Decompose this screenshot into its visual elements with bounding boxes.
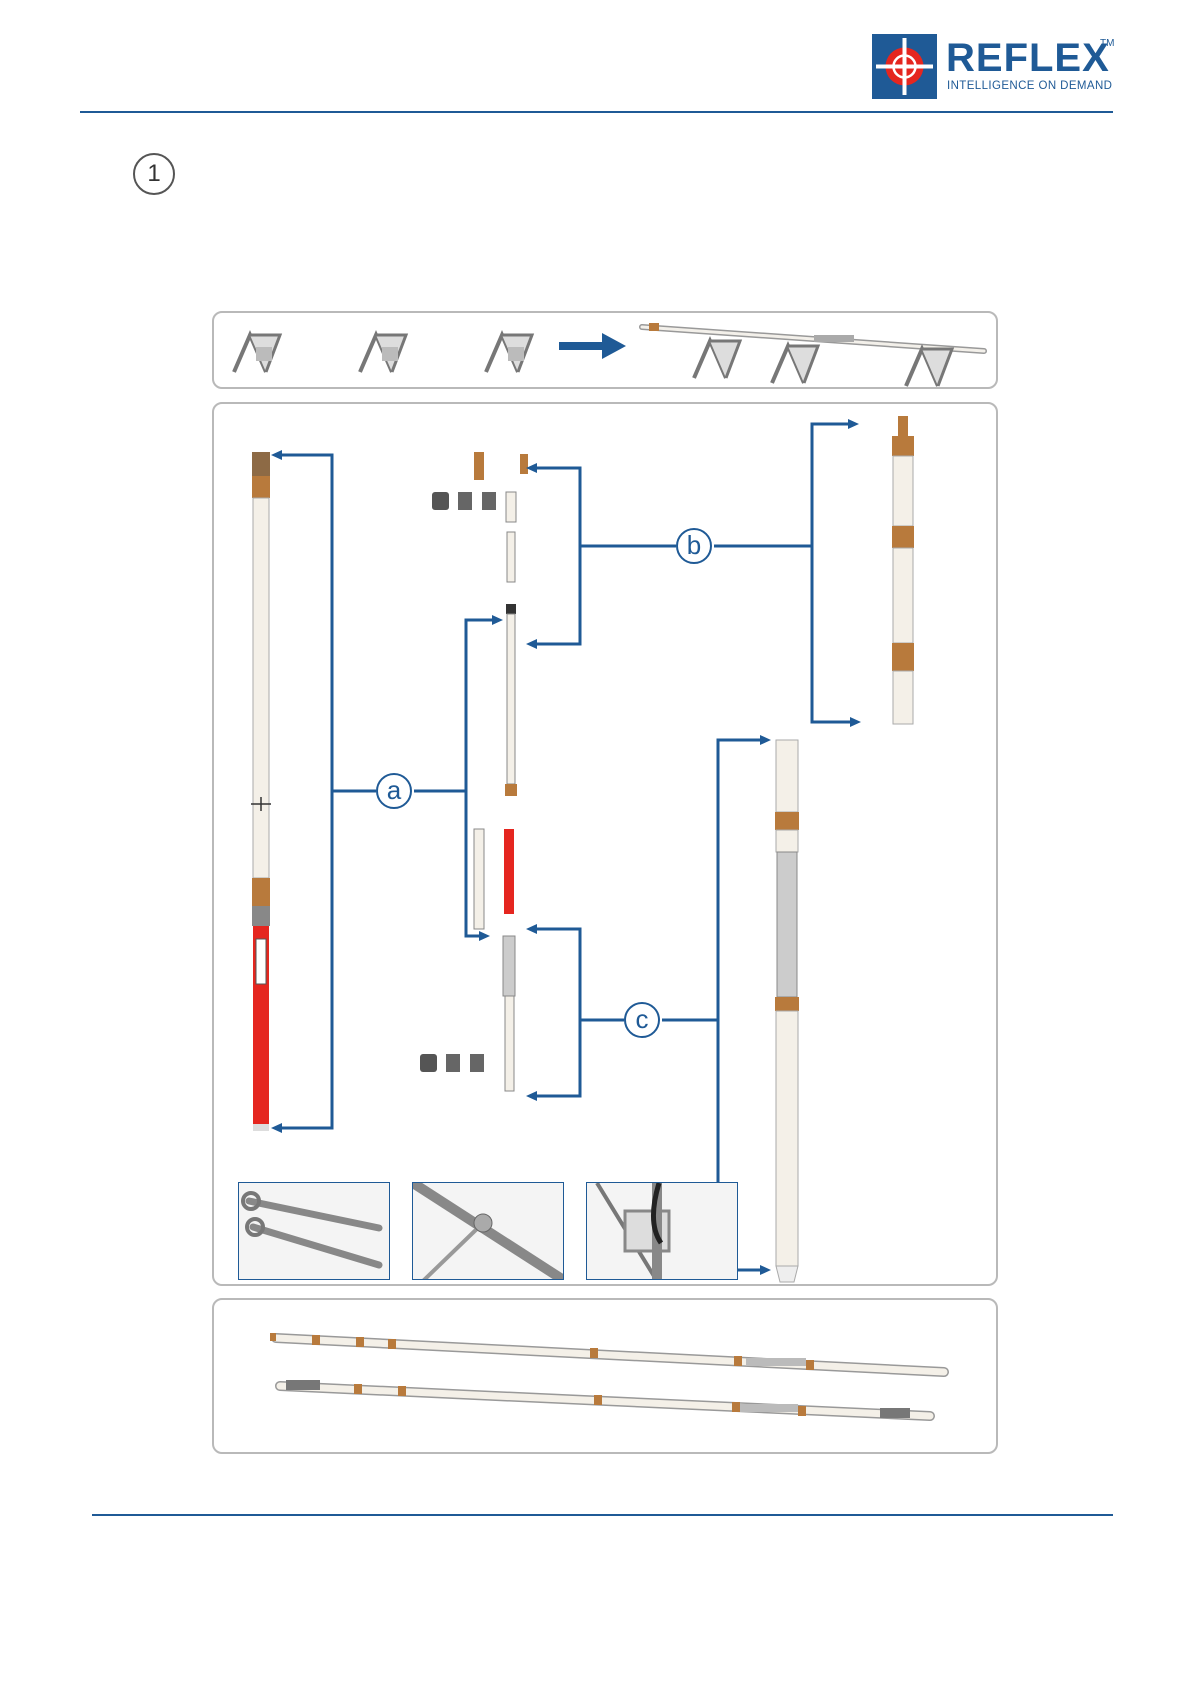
rod-clamp-image xyxy=(412,1182,564,1280)
footer-rule xyxy=(92,1514,1113,1516)
outer-core-barrel xyxy=(251,452,271,1131)
right-arrow-icon xyxy=(559,333,626,359)
callout-a: a xyxy=(376,773,412,809)
inner-tube-spring-assembly xyxy=(775,740,799,1282)
tripod-stand-icon xyxy=(234,335,280,372)
assembled-barrel-bottom xyxy=(280,1380,930,1418)
brand-name: REFLEX xyxy=(946,36,1110,81)
callout-c: c xyxy=(624,1002,660,1038)
inner-tube-head xyxy=(892,416,914,724)
step-number: 1 xyxy=(133,153,175,195)
head-assembly-parts xyxy=(420,452,528,1091)
clamp-icon xyxy=(413,1183,564,1280)
crosshair-icon xyxy=(872,34,937,99)
tripod-stand-icon xyxy=(486,335,532,372)
brand-tagline: INTELLIGENCE ON DEMAND xyxy=(947,80,1112,92)
hoist-icon xyxy=(587,1183,738,1280)
stand-panel xyxy=(212,311,998,389)
callout-b: b xyxy=(676,528,712,564)
assembled-panel xyxy=(212,1298,998,1454)
wrench-icon xyxy=(239,1183,390,1280)
hoist-plug-image xyxy=(586,1182,738,1280)
tripod-stand-icon xyxy=(360,335,406,372)
trademark: TM xyxy=(1100,38,1114,49)
assembled-barrel-top xyxy=(270,1333,944,1372)
wrench-tool-image xyxy=(238,1182,390,1280)
assembled-barrel-on-stands xyxy=(642,323,984,386)
assembly-panel: a b c xyxy=(212,402,998,1286)
connector-b xyxy=(534,424,852,722)
reflex-logo-mark xyxy=(872,34,937,99)
header-rule xyxy=(80,111,1113,113)
